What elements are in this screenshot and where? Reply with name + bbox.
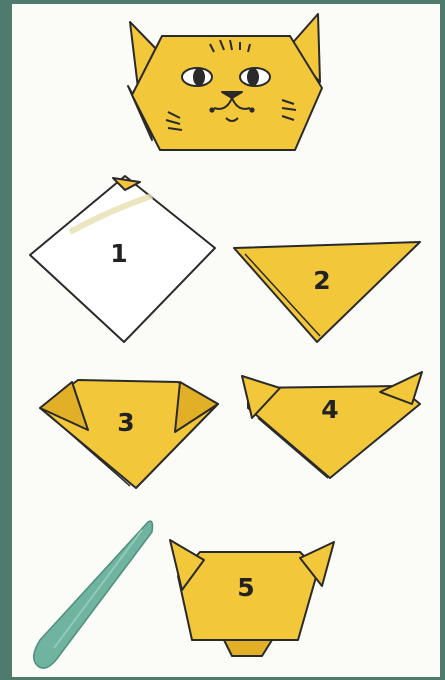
- step-5-number: 5: [237, 573, 254, 602]
- step-4-number: 4: [321, 395, 338, 424]
- step-1-number: 1: [110, 239, 127, 268]
- step-3-number: 3: [117, 408, 134, 437]
- step-2-number: 2: [313, 266, 330, 295]
